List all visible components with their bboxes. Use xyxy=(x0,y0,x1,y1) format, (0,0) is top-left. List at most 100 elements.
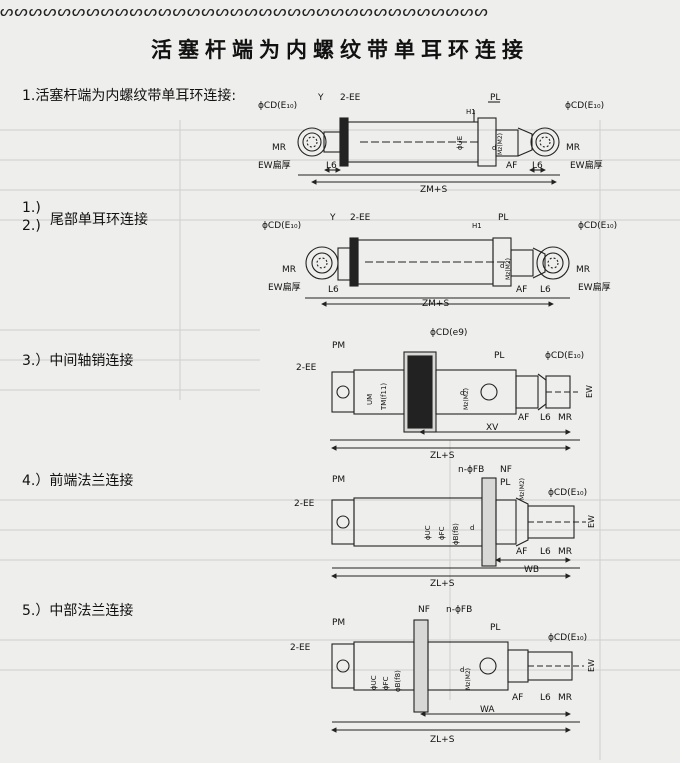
section-2-number-2: 2.) xyxy=(22,218,41,234)
d2-pl-label: PL xyxy=(498,213,508,223)
d5-ew-label: EW xyxy=(587,659,596,672)
d4-mz-label: Mz(M2) xyxy=(519,478,526,500)
drawing-5 xyxy=(331,619,584,733)
drawing-3-labels: ϕCD(e9) PM 2-EE UM TM(f11) PL ϕCD(E₁₀) E… xyxy=(296,328,594,461)
section-2-number-1: 1.) xyxy=(22,200,41,216)
d5-fc-label: ϕFC xyxy=(382,676,390,690)
d2-h1-label: H1 xyxy=(472,222,482,230)
section-2-label: 尾部单耳环连接 xyxy=(50,212,148,228)
d1-af-label: AF xyxy=(506,161,517,171)
d2-mz-label: Mz(M2) xyxy=(505,258,512,280)
d2-ew-left-label: EW扁厚 xyxy=(268,281,301,293)
section-4-label: 4.）前端法兰连接 xyxy=(22,473,134,489)
d3-mr-label: MR xyxy=(558,413,572,423)
drawing-1-labels: ϕCD(E₁₀) Y 2-EE H1 PL ϕCD(E₁₀) MR MR EW扁… xyxy=(258,93,604,195)
d5-mz-label: Mz(M2) xyxy=(465,668,472,690)
d5-pm-label: PM xyxy=(332,618,345,628)
d1-mz-label: Mz(M2) xyxy=(497,133,504,155)
d4-pm-label: PM xyxy=(332,475,345,485)
d4-cd-right-label: ϕCD(E₁₀) xyxy=(548,488,587,498)
d3-ee-label: 2-EE xyxy=(296,363,317,373)
drawing-4 xyxy=(331,477,586,579)
d4-pl-label: PL xyxy=(500,478,510,488)
d1-l6-right-label: L6 xyxy=(532,161,543,171)
d2-af-label: AF xyxy=(516,285,527,295)
d3-pl-label: PL xyxy=(494,351,504,361)
drawing-2 xyxy=(305,237,570,307)
d3-mz-label: Mz(M2) xyxy=(463,388,470,410)
d4-uc-label: ϕUC xyxy=(424,525,432,540)
d4-ee-label: 2-EE xyxy=(294,499,315,509)
d2-ee-label: 2-EE xyxy=(350,213,371,223)
d4-zl-label: ZL+S xyxy=(430,579,455,589)
d3-d-label: d xyxy=(460,389,464,397)
section-1-label: 1.活塞杆端为内螺纹带单耳环连接: xyxy=(22,88,237,104)
d5-ee-label: 2-EE xyxy=(290,643,311,653)
d3-pm-label: PM xyxy=(332,341,345,351)
d5-uc-label: ϕUC xyxy=(370,675,378,690)
d3-l6-label: L6 xyxy=(540,413,551,423)
d1-ew-right-label: EW扁厚 xyxy=(570,159,603,171)
d3-af-label: AF xyxy=(518,413,529,423)
d4-mr-label: MR xyxy=(558,547,572,557)
d1-pl-label: PL xyxy=(490,93,500,103)
d4-ew-label: EW xyxy=(587,515,596,528)
d4-af-label: AF xyxy=(516,547,527,557)
section-3-label: 3.）中间轴销连接 xyxy=(22,353,134,369)
d2-y-label: Y xyxy=(329,213,336,223)
d3-zl-label: ZL+S xyxy=(430,451,455,461)
d1-l6-left-label: L6 xyxy=(326,161,337,171)
drawing-5-labels: NF n-ϕFB PM 2-EE PL ϕCD(E₁₀) ϕUC ϕFC ϕB(… xyxy=(290,605,596,745)
drawing-3 xyxy=(330,351,580,451)
d2-cd-right-label: ϕCD(E₁₀) xyxy=(578,221,617,231)
d1-ee-label: 2-EE xyxy=(340,93,361,103)
d5-nf-label: NF xyxy=(418,605,430,615)
section-5-label: 5.）中部法兰连接 xyxy=(22,603,134,619)
d4-nf-label: NF xyxy=(500,465,512,475)
d3-ew-label: EW xyxy=(585,385,594,398)
page-title: 活塞杆端为内螺纹带单耳环连接 xyxy=(151,38,529,62)
d1-cd-right-label: ϕCD(E₁₀) xyxy=(565,101,604,111)
d3-tm-label: TM(f11) xyxy=(380,383,388,411)
d5-cd-right-label: ϕCD(E₁₀) xyxy=(548,633,587,643)
d4-l6-label: L6 xyxy=(540,547,551,557)
d5-af-label: AF xyxy=(512,693,523,703)
d3-xv-label: XV xyxy=(486,423,499,433)
d2-l6-right-label: L6 xyxy=(540,285,551,295)
d1-mr-left-label: MR xyxy=(272,143,286,153)
d2-d-label: d xyxy=(500,262,504,270)
d2-l6-left-label: L6 xyxy=(328,285,339,295)
d4-b-label: ϕB(f8) xyxy=(452,523,460,545)
drawing-4-labels: n-ϕFB NF PM 2-EE PL ϕCD(E₁₀) ϕUC ϕFC ϕB(… xyxy=(294,465,596,589)
d4-fb-label: n-ϕFB xyxy=(458,465,484,475)
d2-mr-left-label: MR xyxy=(282,265,296,275)
d1-mr-right-label: MR xyxy=(566,143,580,153)
d5-pl-label: PL xyxy=(490,623,500,633)
d1-ew-left-label: EW扁厚 xyxy=(258,159,291,171)
drawing-2-labels: ϕCD(E₁₀) Y 2-EE H1 PL ϕCD(E₁₀) MR MR EW扁… xyxy=(262,213,617,309)
d5-fb-label: n-ϕFB xyxy=(446,605,472,615)
d1-d-label: d xyxy=(492,144,496,152)
d3-cd-right-label: ϕCD(E₁₀) xyxy=(545,351,584,361)
d5-d-label: d xyxy=(460,666,464,674)
d4-wb-label: WB xyxy=(524,565,539,575)
d5-mr-label: MR xyxy=(558,693,572,703)
d5-wa-label: WA xyxy=(480,705,495,715)
d2-ew-right-label: EW扁厚 xyxy=(578,281,611,293)
d1-y-label: Y xyxy=(317,93,324,103)
d1-zm-label: ZM+S xyxy=(420,185,447,195)
d1-h1-label: H1 xyxy=(466,108,476,116)
d3-um-label: UM xyxy=(366,394,374,405)
decorative-border-strip: ᔕᔕᔕᔕᔕᔕᔕᔕᔕᔕᔕᔕᔕᔕᔕᔕᔕᔕᔕᔕᔕᔕᔕᔕᔕᔕᔕᔕᔕᔕᔕᔕᔕᔕ xyxy=(0,2,489,20)
d2-mr-right-label: MR xyxy=(576,265,590,275)
d2-zm-label: ZM+S xyxy=(422,299,449,309)
d4-fc-label: ϕFC xyxy=(438,526,446,540)
d1-cd-left-label: ϕCD(E₁₀) xyxy=(258,101,297,111)
d5-l6-label: L6 xyxy=(540,693,551,703)
d1-ue-label: ϕUE xyxy=(456,136,464,150)
d5-b-label: ϕB(f8) xyxy=(394,670,402,692)
d2-cd-left-label: ϕCD(E₁₀) xyxy=(262,221,301,231)
d5-zl-label: ZL+S xyxy=(430,735,455,745)
d4-d-label: d xyxy=(470,524,474,532)
